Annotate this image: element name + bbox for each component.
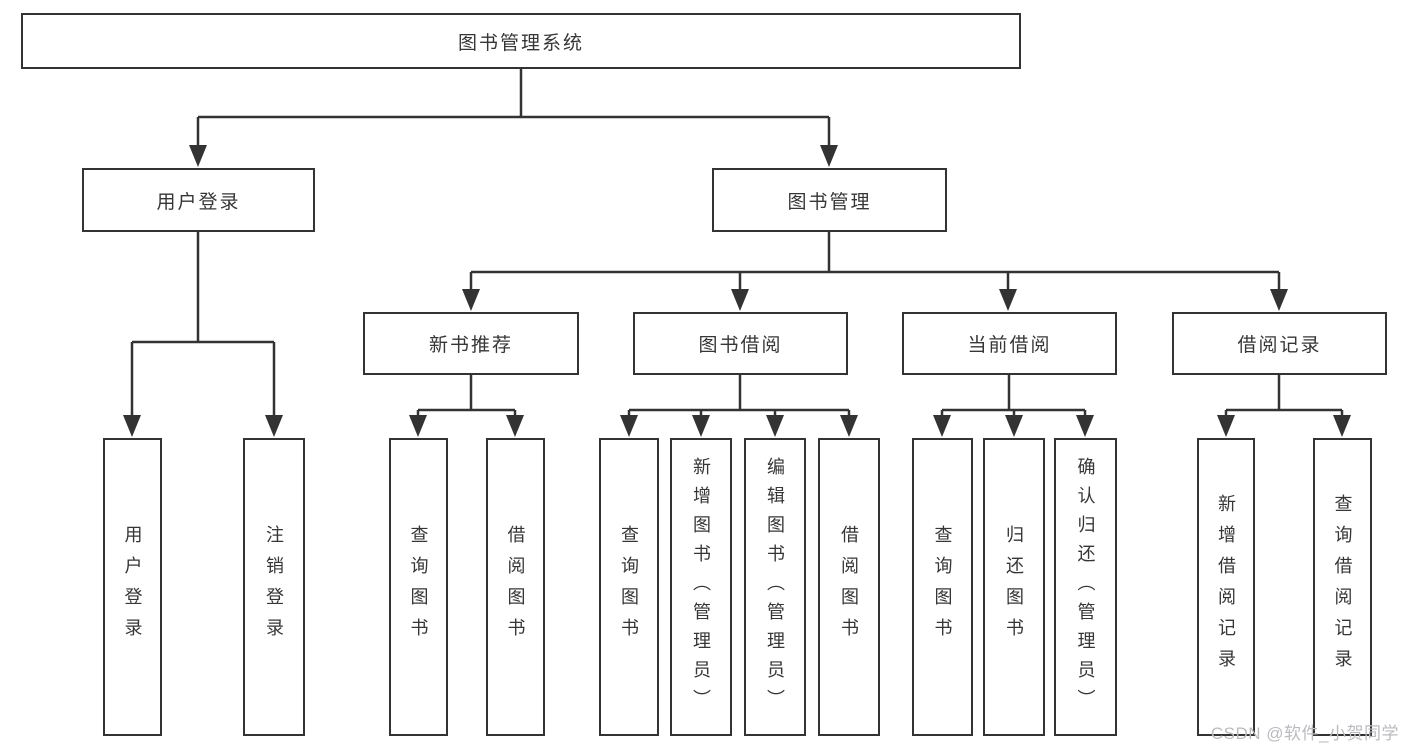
leaf-label: 确认归还（管理员） <box>1075 456 1096 718</box>
leaf-label: 归还图书 <box>1004 525 1024 649</box>
leaf-label: 新增借阅记录 <box>1216 494 1236 680</box>
connector-user-login-children <box>123 232 283 437</box>
node-borrow-records: 借阅记录 <box>1172 312 1387 375</box>
watermark: CSDN @软件_小贺同学 <box>1210 724 1399 743</box>
arrow-down-icon <box>766 415 784 437</box>
leaf-label: 查询借阅记录 <box>1332 494 1353 680</box>
arrow-down-icon <box>123 415 141 437</box>
leaf-borrow-books: 借阅图书 <box>818 438 880 736</box>
arrow-down-icon <box>506 415 524 437</box>
leaf-user-login: 用户登录 <box>103 438 162 736</box>
arrow-down-icon <box>731 289 749 311</box>
node-borrow-records-label: 借阅记录 <box>1237 335 1322 356</box>
leaf-return-books: 归还图书 <box>983 438 1045 736</box>
leaf-label: 新增图书（管理员） <box>691 456 711 718</box>
arrow-down-icon <box>1005 415 1023 437</box>
leaf-label: 借阅图书 <box>505 525 526 649</box>
node-root: 图书管理系统 <box>21 13 1021 69</box>
node-root-label: 图书管理系统 <box>457 32 584 54</box>
node-current-borrow: 当前借阅 <box>902 312 1117 375</box>
leaf-rec-borrow-books: 借阅图书 <box>486 438 545 736</box>
node-book-borrow-label: 图书借阅 <box>698 335 783 356</box>
leaf-label: 查询图书 <box>408 525 429 649</box>
leaf-borrow-query-books: 查询图书 <box>599 438 659 736</box>
leaf-label: 注销登录 <box>264 525 284 649</box>
arrow-down-icon <box>189 145 207 167</box>
connector-current-borrow-children <box>933 375 1094 437</box>
leaf-edit-books-admin: 编辑图书（管理员） <box>744 438 806 736</box>
node-book-mgmt: 图书管理 <box>712 168 947 232</box>
connector-borrow-records-children <box>1217 375 1351 437</box>
leaf-label: 用户登录 <box>122 525 143 649</box>
leaf-logout: 注销登录 <box>243 438 305 736</box>
node-user-login-label: 用户登录 <box>156 191 241 213</box>
leaf-add-books-admin: 新增图书（管理员） <box>670 438 732 736</box>
leaf-query-borrow-record: 查询借阅记录 <box>1313 438 1372 736</box>
arrow-down-icon <box>1270 289 1288 311</box>
leaf-current-query-books: 查询图书 <box>912 438 973 736</box>
node-current-borrow-label: 当前借阅 <box>967 335 1052 356</box>
arrow-down-icon <box>1076 415 1094 437</box>
connector-root-to-level2 <box>189 69 838 167</box>
leaf-label: 查询图书 <box>619 525 639 649</box>
leaf-label: 查询图书 <box>932 525 953 649</box>
arrow-down-icon <box>692 415 710 437</box>
arrow-down-icon <box>933 415 951 437</box>
arrow-down-icon <box>620 415 638 437</box>
node-new-book-rec-label: 新书推荐 <box>428 335 513 356</box>
connector-book-borrow-children <box>620 375 858 437</box>
leaf-add-borrow-record: 新增借阅记录 <box>1197 438 1255 736</box>
arrow-down-icon <box>1217 415 1235 437</box>
arrow-down-icon <box>1333 415 1351 437</box>
arrow-down-icon <box>820 145 838 167</box>
arrow-down-icon <box>462 289 480 311</box>
leaf-label: 借阅图书 <box>839 525 859 649</box>
arrow-down-icon <box>999 289 1017 311</box>
node-book-borrow: 图书借阅 <box>633 312 848 375</box>
leaf-label: 编辑图书（管理员） <box>765 456 785 718</box>
leaf-confirm-return-admin: 确认归还（管理员） <box>1054 438 1117 736</box>
arrow-down-icon <box>265 415 283 437</box>
connector-new-rec-children <box>409 375 524 437</box>
leaf-rec-query-books: 查询图书 <box>389 438 448 736</box>
node-user-login: 用户登录 <box>82 168 315 232</box>
arrow-down-icon <box>840 415 858 437</box>
node-book-mgmt-label: 图书管理 <box>787 191 872 213</box>
connector-book-mgmt-children <box>462 232 1288 311</box>
node-new-book-rec: 新书推荐 <box>363 312 579 375</box>
arrow-down-icon <box>409 415 427 437</box>
